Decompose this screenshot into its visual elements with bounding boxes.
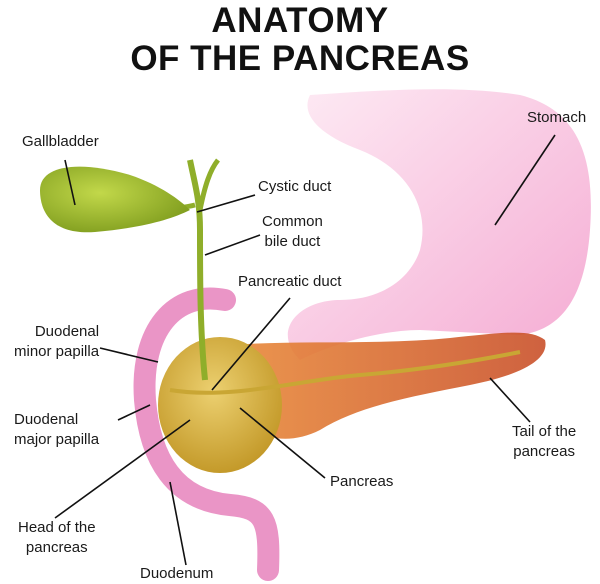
leader-line-major-papilla bbox=[117, 404, 151, 421]
label-common-bile-duct-line2: bile duct bbox=[264, 233, 321, 250]
leader-line-gallbladder bbox=[64, 159, 76, 206]
stomach-shape bbox=[287, 89, 591, 360]
leader-line-pancreatic-duct bbox=[211, 297, 291, 391]
pancreatic-duct-shape bbox=[169, 350, 521, 395]
label-head-line1: Head of the bbox=[18, 519, 96, 536]
label-major-papilla-line2: major papilla bbox=[14, 431, 100, 448]
label-gallbladder: Gallbladder bbox=[22, 133, 99, 150]
duodenum-shape bbox=[133, 287, 280, 581]
pancreas-head-shape bbox=[158, 337, 282, 473]
common-bile-duct-shape bbox=[187, 159, 208, 381]
title-line-2: OF THE PANCREAS bbox=[130, 39, 470, 78]
label-common-bile-duct-line1: Common bbox=[262, 213, 323, 230]
leader-line-tail bbox=[489, 377, 531, 423]
leader-line-duodenum bbox=[169, 481, 187, 566]
label-cystic-duct: Cystic duct bbox=[258, 178, 332, 195]
label-head: Head of the pancreas bbox=[18, 518, 96, 558]
leader-line-common-bile-duct bbox=[204, 234, 261, 256]
pancreas-body-shape bbox=[230, 332, 546, 439]
label-pancreas: Pancreas bbox=[330, 473, 394, 490]
leader-line-stomach bbox=[494, 134, 556, 226]
label-minor-papilla-line2: minor papilla bbox=[14, 343, 100, 360]
title-line-1: ANATOMY bbox=[211, 1, 389, 40]
leader-line-pancreas bbox=[239, 407, 326, 479]
label-head-line2: pancreas bbox=[25, 539, 88, 556]
label-tail: Tail of the pancreas bbox=[512, 422, 576, 462]
label-duodenum: Duodenum bbox=[140, 565, 214, 582]
label-tail-line2: pancreas bbox=[513, 443, 575, 460]
leader-line-minor-papilla bbox=[99, 347, 159, 363]
label-common-bile-duct: Common bile duct bbox=[262, 212, 323, 252]
label-major-papilla: Duodenal major papilla bbox=[14, 410, 99, 450]
leader-line-head bbox=[54, 419, 191, 519]
label-major-papilla-line1: Duodenal bbox=[14, 411, 79, 428]
leader-line-cystic-duct bbox=[196, 194, 256, 213]
label-tail-line1: Tail of the bbox=[512, 423, 577, 440]
label-minor-papilla: Duodenal minor papilla bbox=[14, 322, 99, 362]
leader-lines bbox=[54, 134, 556, 566]
gallbladder-shape bbox=[40, 166, 190, 233]
label-minor-papilla-line1: Duodenal bbox=[34, 323, 100, 340]
label-pancreatic-duct: Pancreatic duct bbox=[238, 273, 342, 290]
label-stomach: Stomach bbox=[527, 109, 587, 126]
